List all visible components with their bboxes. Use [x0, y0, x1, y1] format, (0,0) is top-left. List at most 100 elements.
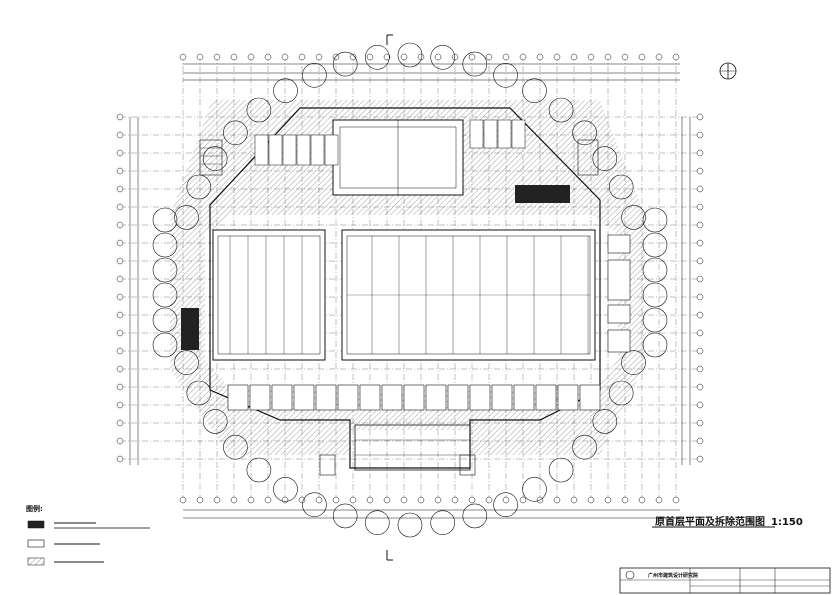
room-cell: [483, 119, 498, 149]
grid-bubble: [116, 275, 124, 283]
grid-bubble: [116, 257, 124, 265]
grid-bubble: [230, 53, 238, 61]
grid-bubble: [315, 53, 323, 61]
tree-circle: [493, 492, 518, 518]
room-cell: [497, 119, 512, 149]
grid-bubble: [116, 329, 124, 337]
room-cell: [607, 329, 631, 353]
grid-bubble: [553, 53, 561, 61]
grid-bubble: [230, 496, 238, 504]
tree-circle: [642, 307, 668, 333]
grid-bubble: [502, 53, 510, 61]
tree-circle: [202, 409, 228, 434]
room-cell: [557, 384, 579, 411]
grid-bubble: [638, 53, 646, 61]
room-cell: [425, 384, 447, 411]
tree-circle: [592, 409, 618, 434]
pool-lanes: [229, 236, 590, 354]
grid-bubble: [696, 257, 704, 265]
room-cell: [579, 384, 601, 411]
tree-circle: [621, 205, 646, 230]
grid-bubble: [696, 293, 704, 301]
room-cell: [381, 384, 403, 411]
grid-bubble: [655, 496, 663, 504]
tree-circle: [621, 350, 646, 375]
room-cell: [607, 259, 631, 301]
legend-swatch-hatch: [27, 557, 45, 566]
grid-bubble: [400, 496, 408, 504]
tree-circle: [223, 434, 248, 460]
grid-bubble: [116, 185, 124, 193]
title-block: [619, 567, 831, 594]
grid-bubble: [638, 496, 646, 504]
grid-bubble: [604, 53, 612, 61]
grid-bubble: [696, 203, 704, 211]
perimeter-trees: [152, 42, 668, 538]
grid-bubble: [604, 496, 612, 504]
grid-bubble: [281, 53, 289, 61]
grid-bubble: [485, 53, 493, 61]
grid-bubble: [696, 113, 704, 121]
grid-bubble: [264, 53, 272, 61]
tree-circle: [152, 332, 178, 358]
grid-bubble: [621, 496, 629, 504]
tree-circle: [608, 380, 634, 406]
left-pool-inner: [217, 235, 321, 355]
grid-bubble: [116, 293, 124, 301]
room-cell: [271, 384, 293, 411]
grid-bubble: [417, 496, 425, 504]
tree-circle: [493, 63, 518, 88]
tree-circle: [397, 512, 423, 538]
tree-circle: [273, 78, 298, 103]
grid-bubble: [116, 401, 124, 409]
grid-bubble: [587, 496, 595, 504]
left-pool: [212, 229, 326, 361]
grid-bubble: [116, 419, 124, 427]
tree-circle: [522, 78, 547, 103]
room-cell: [296, 134, 311, 166]
tree-circle: [332, 51, 358, 77]
grid-bubble: [196, 496, 204, 504]
room-cell: [293, 384, 315, 411]
grid-bubble: [332, 53, 340, 61]
grid-bubble: [553, 496, 561, 504]
grid-bubble: [196, 53, 204, 61]
tree-circle: [642, 332, 668, 358]
grid-bubble: [696, 437, 704, 445]
grid-bubble: [116, 437, 124, 445]
tree-circle: [548, 97, 574, 123]
drawing-title-text: 原首层平面及拆除范围图: [655, 517, 765, 528]
tree-circle: [642, 257, 668, 283]
tree-circle: [462, 503, 488, 529]
grid-bubble: [696, 275, 704, 283]
grid-bubble: [179, 496, 187, 504]
grid-bubble: [264, 496, 272, 504]
room-cell: [249, 384, 271, 411]
main-entrance: [319, 424, 476, 476]
tree-circle: [223, 120, 248, 146]
grid-bubble: [315, 496, 323, 504]
room-cell: [469, 384, 491, 411]
section-mark-top: [386, 34, 393, 45]
grid-bubble: [587, 53, 595, 61]
grid-bubble: [655, 53, 663, 61]
grid-bubble: [213, 496, 221, 504]
tree-circle: [246, 457, 272, 483]
room-cell: [491, 384, 513, 411]
tree-circle: [608, 174, 634, 200]
tree-circle: [174, 350, 199, 375]
room-cell: [607, 304, 631, 324]
grid-bubble: [116, 113, 124, 121]
room-cell: [535, 384, 557, 411]
grid-bubble: [179, 53, 187, 61]
room-cell: [607, 234, 631, 254]
grid-bubble: [366, 53, 374, 61]
tree-circle: [186, 174, 212, 200]
tree-circle: [572, 434, 597, 460]
grid-bubble: [672, 53, 680, 61]
room-cell: [469, 119, 484, 149]
stair-left: [199, 139, 223, 176]
room-cell: [324, 134, 339, 166]
grid-bubble: [696, 329, 704, 337]
